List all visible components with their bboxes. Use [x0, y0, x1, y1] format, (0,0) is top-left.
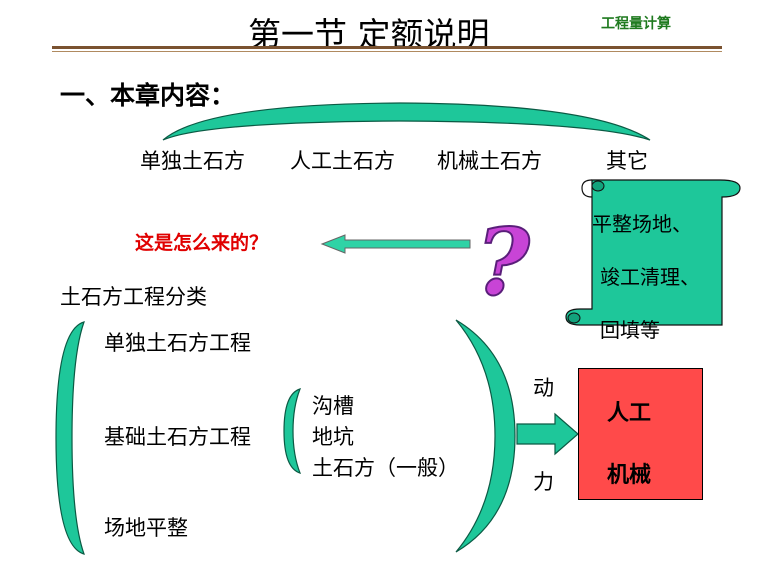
- sub-item-pit: 地坑: [312, 425, 354, 449]
- category-single: 单独土石方: [140, 149, 245, 173]
- question-text: 这是怎么来的？: [135, 232, 269, 254]
- right-bracket: [455, 319, 516, 553]
- title-rule: [52, 46, 722, 49]
- power-top: 动: [533, 376, 554, 400]
- scroll-line: 平整场地、: [592, 212, 692, 236]
- category-manual: 人工土石方: [290, 149, 395, 173]
- small-bracket: [283, 388, 302, 474]
- left-bracket: [55, 321, 85, 555]
- power-bottom: 力: [533, 470, 554, 494]
- class-item-site-leveling: 场地平整: [104, 516, 188, 540]
- right-arrow-icon: [516, 412, 579, 456]
- scroll-line: 回填等: [600, 318, 660, 342]
- method-box-manual: 人工: [607, 401, 652, 426]
- question-mark-icon: ?: [476, 208, 531, 316]
- category-other: 其它: [606, 149, 648, 173]
- scroll-line: 竣工清理、: [600, 265, 700, 289]
- category-brace: [162, 102, 651, 141]
- scroll-shape: [565, 179, 741, 326]
- classification-title: 土石方工程分类: [60, 285, 207, 309]
- method-box-machine: 机械: [607, 463, 652, 488]
- class-item-foundation: 基础土石方工程: [104, 425, 251, 449]
- scroll-text: 平整场地、 竣工清理、 回填等: [592, 198, 732, 357]
- method-box: 人工 机械: [578, 368, 703, 500]
- section-heading: 一、本章内容：: [60, 81, 236, 110]
- sub-item-trench: 沟槽: [312, 394, 354, 418]
- left-arrow-icon: [320, 234, 471, 254]
- sub-item-general: 土石方（一般）: [312, 456, 459, 480]
- class-item-single: 单独土石方工程: [104, 331, 251, 355]
- header-tag: 工程量计算: [601, 16, 671, 32]
- title-rule-thin: [52, 51, 722, 52]
- category-machine: 机械土石方: [437, 149, 542, 173]
